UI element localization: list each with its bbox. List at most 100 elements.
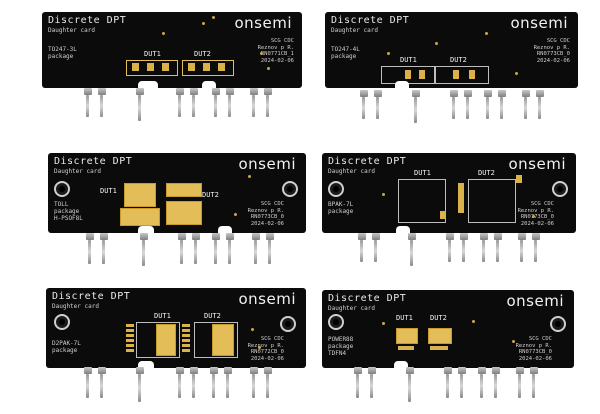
package-label: TO247-4L package [331,46,360,60]
pin-connector [212,88,220,95]
dut2-pad [166,201,202,225]
board-notch [138,361,154,369]
daughter-card-to247-3l: Discrete DPT Daughter card TO247-3L pack… [42,12,302,89]
mounting-hole [552,181,568,197]
board-subtitle: Daughter card [48,27,95,34]
pin [266,95,269,117]
dut1-pad [120,208,160,226]
mounting-hole [328,181,344,197]
dut1-pad [147,63,154,71]
pin [414,97,417,123]
via [435,42,438,45]
mounting-hole [54,181,70,197]
via [267,67,270,70]
via [382,193,385,196]
dut1-pad [162,63,169,71]
pin [268,240,271,264]
pin-connector [190,367,198,374]
board-title: Discrete DPT [328,156,407,167]
dut1-pad [396,328,418,344]
pin [480,374,483,398]
dut1-pad [126,324,134,354]
pin [86,374,89,398]
daughter-card-to247-4l: Discrete DPT Daughter card TO247-4L pack… [325,12,578,89]
pin-connector [192,233,200,240]
revision-info: SCG CDC Reznov p R. RN0773CB_0 2024-02-0… [247,201,284,227]
pin-connector [210,367,218,374]
onsemi-logo: onsemi [238,155,296,173]
pin-connector [226,233,234,240]
pin [360,240,363,262]
via [387,52,390,55]
dut2-pad [166,183,202,197]
dut2-label: DUT2 [430,314,447,322]
dut2-pad [218,63,225,71]
pin [192,374,195,398]
pin-connector [516,367,524,374]
via [382,322,385,325]
board-title: Discrete DPT [48,15,127,26]
via [260,52,263,55]
via [202,22,205,25]
dut1-pad [398,346,414,350]
pin-connector [176,367,184,374]
pin [228,95,231,117]
pin [356,374,359,398]
pin [532,374,535,398]
via [234,213,237,216]
pin-connector [354,367,362,374]
daughter-card-power88: Discrete DPT Daughter card POWER88 packa… [322,290,574,369]
pin-connector [190,88,198,95]
pin [138,374,141,402]
pin [86,95,89,117]
dut2-footprint [435,66,489,84]
pin-connector [358,233,366,240]
revision-info: SCG CDC Reznov p R. RN0772CB_0 2024-02-0… [248,336,284,362]
pin [226,374,229,398]
dut1-footprint [126,60,178,76]
pin-connector [100,233,108,240]
pin [214,95,217,117]
pin [362,97,365,119]
board-notch [138,81,158,89]
pin-connector [226,88,234,95]
dut1-label: DUT1 [100,187,117,195]
pin [466,97,469,119]
pin [212,374,215,398]
via [251,328,254,331]
pin [102,240,105,264]
via [512,340,515,343]
dut2-label: DUT2 [194,50,211,58]
dut2-footprint [468,179,516,223]
pin-connector [494,233,502,240]
pin [496,240,499,262]
board-subtitle: Daughter card [331,27,378,34]
dut2-footprint [194,322,238,358]
board-notch [394,361,408,369]
board-title: Discrete DPT [331,15,410,26]
revision-info: SCG CDC Reznov p R. RN0773CB_0 2024-02-0… [517,201,554,227]
pin [460,374,463,398]
pin-connector [374,90,382,97]
board-subtitle: Daughter card [54,168,101,175]
board-subtitle: Daughter card [328,168,375,175]
pin [462,240,465,262]
pin [494,374,497,398]
pin [518,374,521,398]
pin [374,240,377,262]
pin [446,374,449,398]
package-label: POWER88 package TDFN4 [328,336,354,357]
pin-connector [98,367,106,374]
pin [180,240,183,264]
via [515,72,518,75]
pin-connector [86,233,94,240]
mounting-hole [550,316,566,332]
pin-connector [372,233,380,240]
onsemi-logo: onsemi [234,14,292,32]
dut1-pad [156,324,176,356]
dut1-label: DUT1 [414,169,431,177]
pin-connector [406,367,414,374]
pin [266,374,269,398]
pin-connector [212,233,220,240]
dut2-pad [188,63,195,71]
